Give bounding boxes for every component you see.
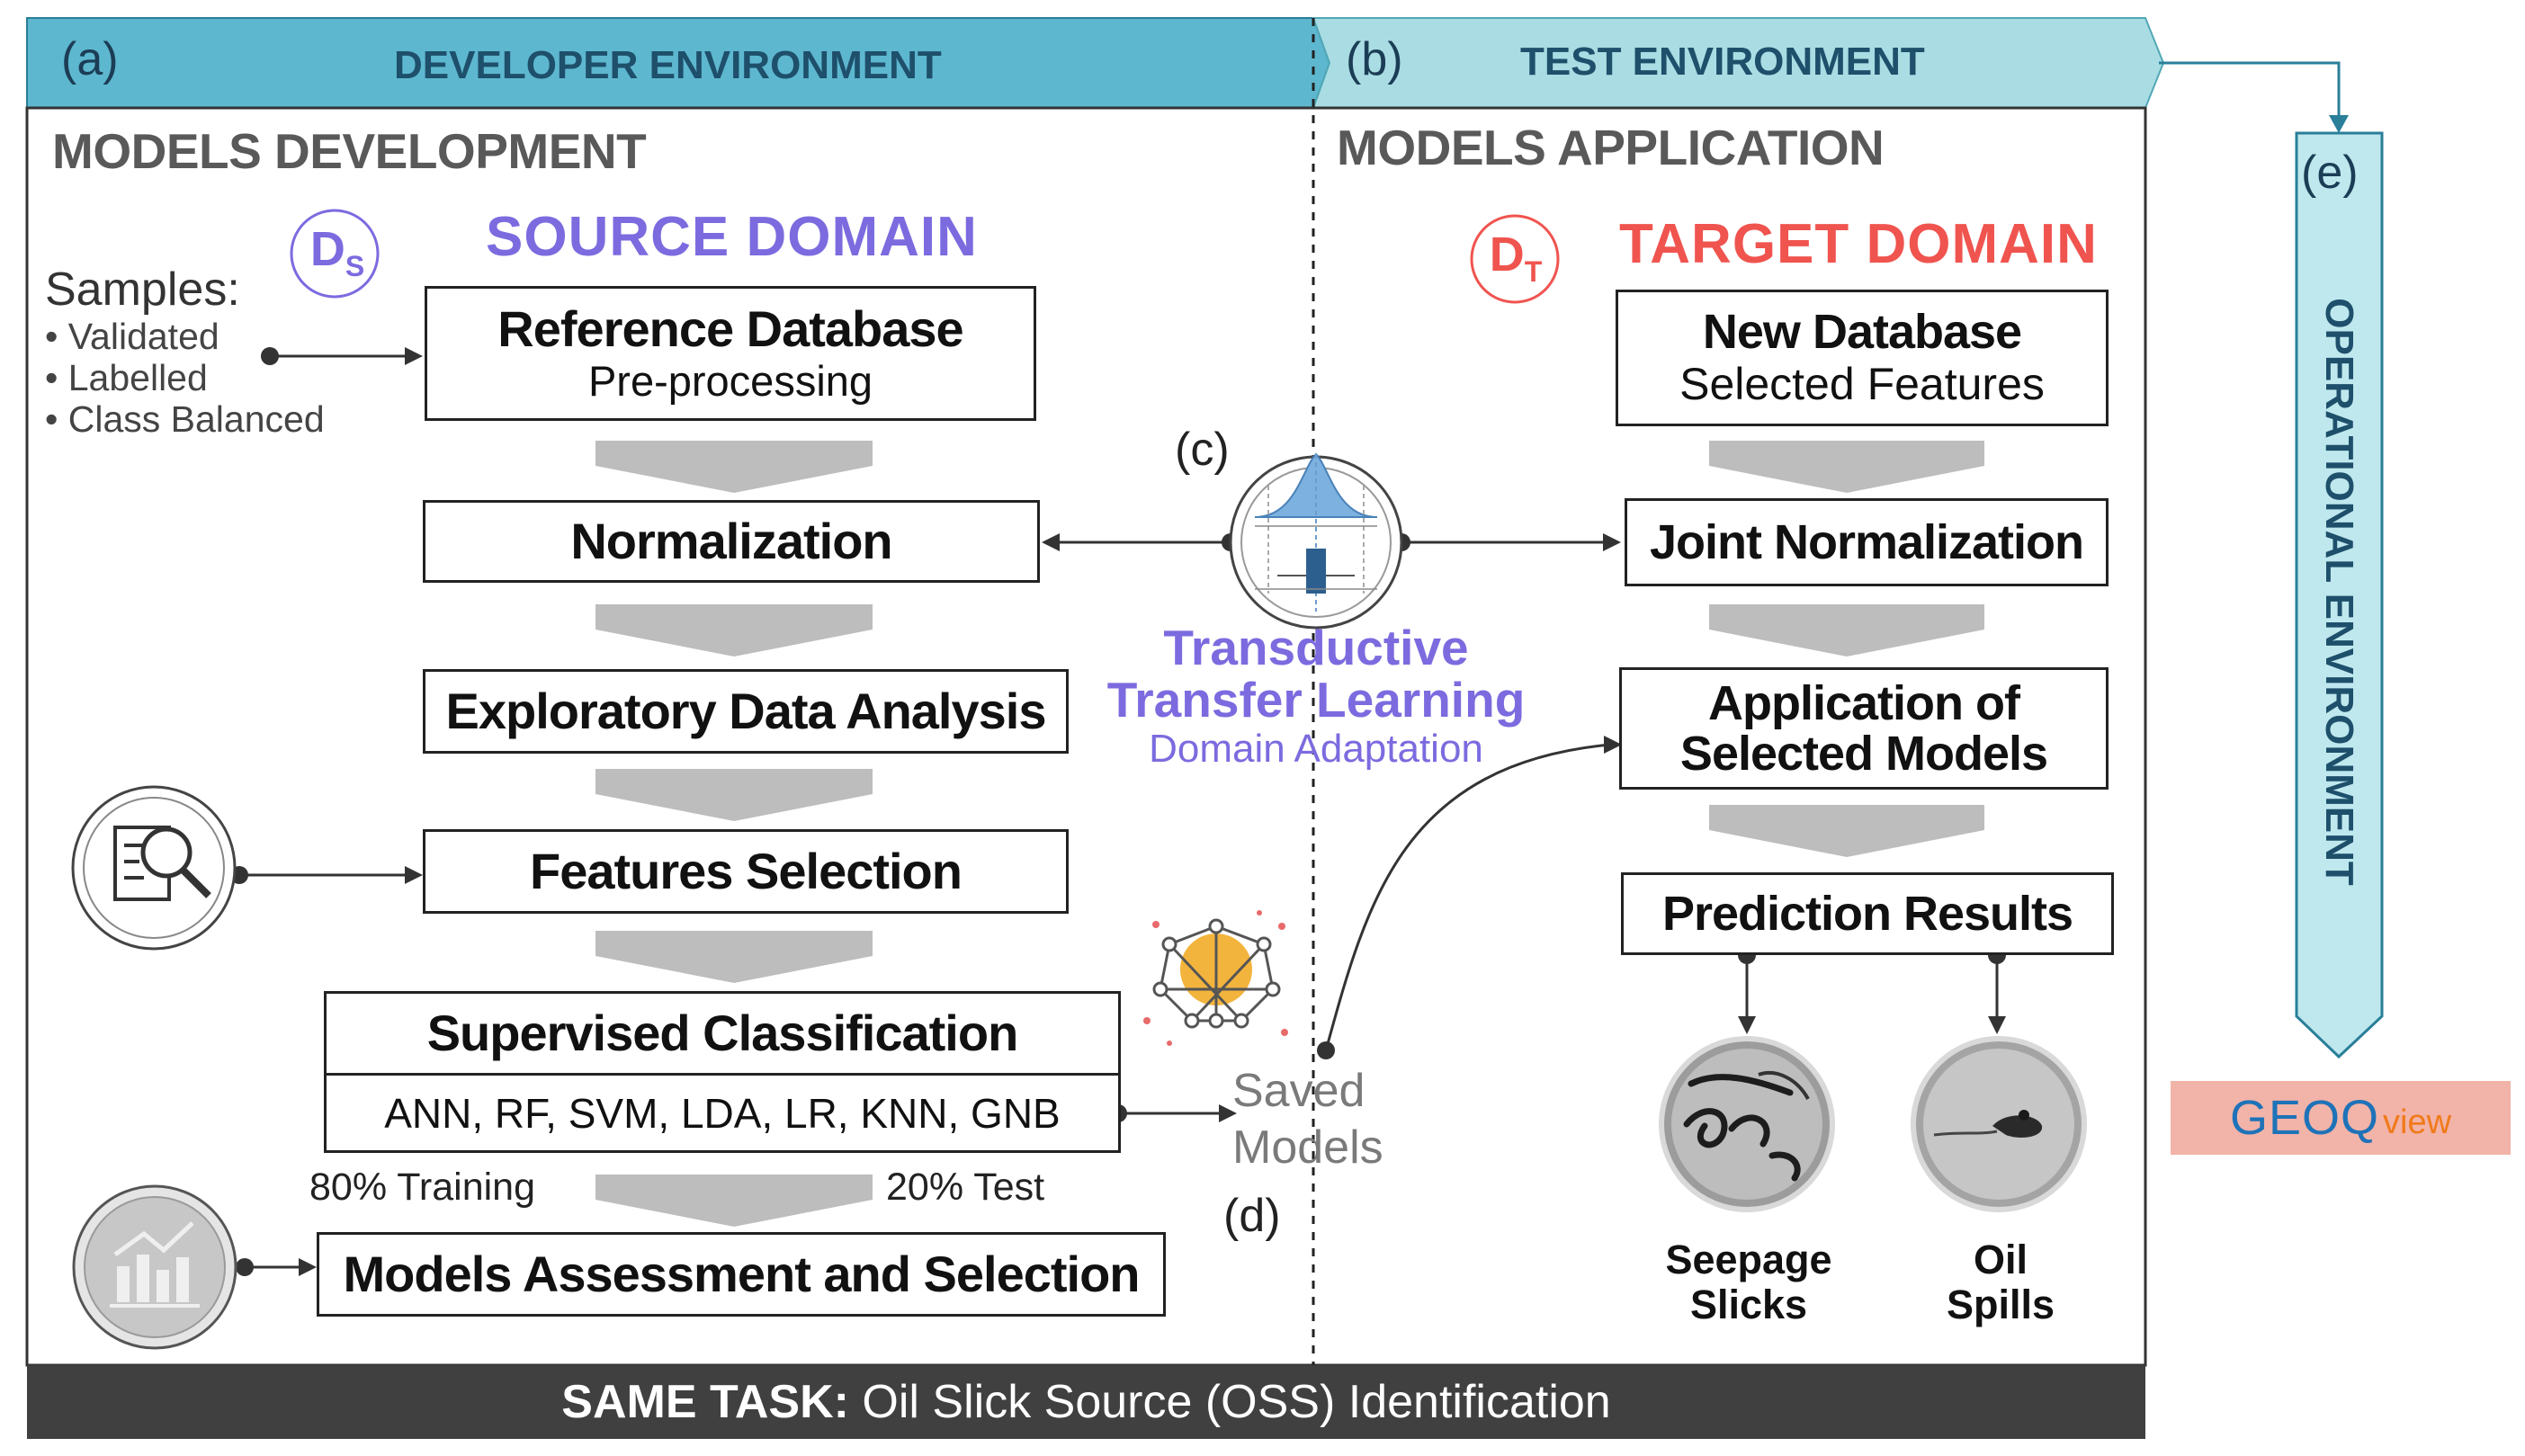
oil-spills-caption-line: Spills — [1946, 1281, 2055, 1327]
same-task-label: SAME TASK: — [561, 1376, 849, 1428]
normalization-title: Normalization — [570, 512, 892, 569]
samples-list: • Validated • Labelled • Class Balanced — [45, 316, 325, 441]
new-database-box: New Database Selected Features — [1616, 290, 2109, 426]
saved-models-line: Saved — [1232, 1065, 1365, 1117]
models-development-title: MODELS DEVELOPMENT — [52, 123, 647, 179]
transductive-label: Transductive — [1163, 620, 1469, 675]
oil-spills-caption-line: Oil — [1973, 1237, 2028, 1282]
reference-database-box: Reference Database Pre-processing — [425, 286, 1036, 421]
developer-band-title: DEVELOPER ENVIRONMENT — [394, 43, 942, 87]
same-task-footer: SAME TASK: Oil Slick Source (OSS) Identi… — [27, 1365, 2145, 1439]
developer-band-letter: (a) — [61, 33, 119, 85]
prediction-results-box: Prediction Results — [1621, 872, 2114, 955]
seepage-slicks-caption: Seepage Slicks — [1665, 1237, 1831, 1326]
application-models-box: Application of Selected Models — [1619, 667, 2109, 790]
oil-spill-image — [1911, 1036, 2087, 1212]
features-selection-box: Features Selection — [423, 829, 1069, 914]
classifier-list: ANN, RF, SVM, LDA, LR, KNN, GNB — [384, 1090, 1061, 1137]
seepage-caption-line: Slicks — [1689, 1281, 1808, 1327]
exploratory-analysis-title: Exploratory Data Analysis — [445, 682, 1047, 739]
samples-item: • Validated — [45, 316, 219, 357]
new-database-subtitle: Selected Features — [1679, 359, 2045, 410]
right-flow-arrows — [1709, 441, 1984, 857]
operational-band — [2295, 131, 2384, 1059]
samples-item: • Labelled — [45, 356, 208, 398]
classification-divider — [327, 1073, 1118, 1076]
left-flow-arrows — [595, 441, 873, 1227]
joint-normalization-box: Joint Normalization — [1625, 498, 2109, 586]
reference-database-title: Reference Database — [497, 299, 963, 357]
models-application-title: MODELS APPLICATION — [1337, 120, 1885, 175]
target-domain-symbol: DT — [1489, 228, 1543, 288]
samples-heading: Samples: — [45, 264, 240, 316]
samples-item: • Class Balanced — [45, 397, 325, 440]
same-task-text: Oil Slick Source (OSS) Identification — [848, 1376, 1611, 1428]
target-domain-title: TARGET DOMAIN — [1619, 213, 2098, 275]
domain-adaptation-label: Domain Adaptation — [1149, 727, 1483, 771]
seepage-caption-line: Seepage — [1665, 1237, 1832, 1282]
seepage-image — [1659, 1036, 1835, 1212]
oil-spills-caption: Oil Spills — [1947, 1237, 2055, 1326]
source-domain-circle — [290, 209, 380, 299]
saved-models-label: Saved Models — [1232, 1063, 1383, 1177]
new-database-title: New Database — [1702, 305, 2022, 360]
application-title-line: Application of — [1708, 675, 2020, 730]
operational-band-letter: (e) — [2301, 147, 2359, 199]
exploratory-analysis-box: Exploratory Data Analysis — [423, 669, 1069, 754]
models-assessment-box: Models Assessment and Selection — [317, 1232, 1166, 1317]
operational-band-title: OPERATIONAL ENVIRONMENT — [2317, 298, 2361, 886]
target-domain-circle — [1470, 214, 1560, 304]
source-domain-symbol: DS — [309, 222, 365, 282]
features-selection-title: Features Selection — [530, 842, 963, 899]
test-band-title: TEST ENVIRONMENT — [1520, 40, 1925, 84]
logo-suffix: view — [2383, 1103, 2452, 1141]
neural-network-icon — [1143, 910, 1288, 1046]
transfer-learning-label: (c) — [1175, 424, 1230, 476]
band-connector — [2159, 61, 2341, 117]
supervised-classification-title: Supervised Classification — [426, 1005, 1019, 1061]
source-domain-title: SOURCE DOMAIN — [486, 206, 978, 268]
models-assessment-title: Models Assessment and Selection — [343, 1245, 1141, 1302]
geoqview-logo: GEOQ view — [2171, 1081, 2511, 1155]
test-split-label: 20% Test — [886, 1166, 1045, 1209]
test-band-letter: (b) — [1346, 33, 1403, 85]
normalization-box: Normalization — [423, 500, 1040, 583]
distribution-icon — [1229, 452, 1403, 630]
chart-icon — [72, 1184, 237, 1350]
application-title-line: Selected Models — [1679, 727, 2048, 781]
analysis-icon — [71, 785, 237, 951]
transfer-learning-title: Transfer Learning — [1106, 672, 1526, 728]
prediction-results-title: Prediction Results — [1661, 886, 2073, 941]
supervised-classification-box: Supervised Classification ANN, RF, SVM, … — [324, 991, 1121, 1153]
training-split-label: 80% Training — [309, 1166, 535, 1209]
saved-models-line: Models — [1232, 1121, 1383, 1175]
saved-models-marker: (d) — [1223, 1190, 1281, 1242]
joint-normalization-title: Joint Normalization — [1649, 514, 2084, 569]
logo-text: GEOQ — [2229, 1091, 2379, 1145]
reference-database-subtitle: Pre-processing — [587, 357, 873, 406]
